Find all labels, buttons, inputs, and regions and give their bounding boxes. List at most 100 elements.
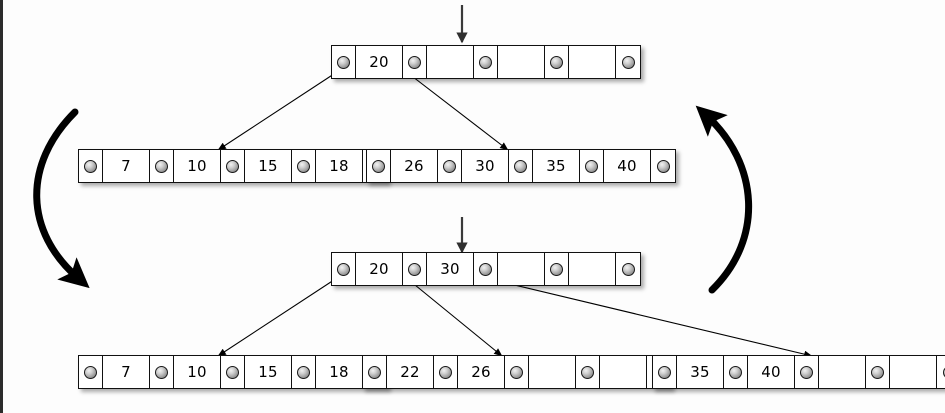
- pointer-bullet-icon: [871, 365, 884, 379]
- pointer-cell[interactable]: [545, 46, 569, 78]
- leaf-middle-after[interactable]: 22 26: [362, 355, 672, 389]
- pointer-cell[interactable]: [438, 150, 462, 182]
- key-cell[interactable]: 26: [458, 356, 505, 388]
- pointer-bullet-icon: [800, 365, 813, 379]
- key-cell[interactable]: 10: [174, 150, 221, 182]
- pointer-bullet-icon: [408, 262, 421, 276]
- pointer-bullet-icon: [155, 159, 168, 173]
- pointer-cell[interactable]: [474, 46, 498, 78]
- pointer-bullet-icon: [372, 159, 385, 173]
- pointer-bullet-icon: [408, 55, 421, 69]
- pointer-cell[interactable]: [363, 356, 387, 388]
- pointer-cell[interactable]: [653, 356, 677, 388]
- key-cell[interactable]: 20: [356, 253, 403, 285]
- key-cell[interactable]: [529, 356, 576, 388]
- leaf-right-before[interactable]: 26 30 35 40: [366, 149, 676, 183]
- transition-arrow-down-left: [33, 108, 90, 289]
- key-cell[interactable]: [600, 356, 647, 388]
- pointer-cell[interactable]: [937, 356, 945, 388]
- pointer-bullet-icon: [443, 159, 456, 173]
- edge-root-to-leaf-left-after: [217, 275, 341, 357]
- key-cell[interactable]: 35: [533, 150, 580, 182]
- pointer-bullet-icon: [729, 365, 742, 379]
- pointer-cell[interactable]: [332, 253, 356, 285]
- key-cell[interactable]: 30: [462, 150, 509, 182]
- pointer-bullet-icon: [297, 365, 310, 379]
- pointer-cell[interactable]: [221, 150, 245, 182]
- key-cell[interactable]: 22: [387, 356, 434, 388]
- root-node-before[interactable]: 20: [331, 45, 641, 79]
- pointer-cell[interactable]: [150, 356, 174, 388]
- pointer-bullet-icon: [550, 55, 563, 69]
- pointer-cell[interactable]: [474, 253, 498, 285]
- key-cell[interactable]: [569, 46, 616, 78]
- edge-root-to-leaf-middle-after: [403, 275, 503, 357]
- pointer-bullet-icon: [155, 365, 168, 379]
- key-cell[interactable]: 15: [245, 356, 292, 388]
- pointer-cell[interactable]: [367, 150, 391, 182]
- key-cell[interactable]: 35: [677, 356, 724, 388]
- pointer-bullet-icon: [514, 159, 527, 173]
- key-cell[interactable]: 26: [391, 150, 438, 182]
- pointer-bullet-icon: [84, 159, 97, 173]
- pointer-cell[interactable]: [505, 356, 529, 388]
- pointer-cell[interactable]: [616, 253, 640, 285]
- edge-root-to-leaf-left-before: [217, 69, 341, 151]
- key-cell[interactable]: [819, 356, 866, 388]
- key-cell[interactable]: 15: [245, 150, 292, 182]
- pointer-cell[interactable]: [576, 356, 600, 388]
- left-edge-strip: [0, 0, 3, 413]
- pointer-bullet-icon: [621, 55, 635, 69]
- pointer-cell[interactable]: [509, 150, 533, 182]
- pointer-cell[interactable]: [795, 356, 819, 388]
- pointer-cell[interactable]: [580, 150, 604, 182]
- key-cell[interactable]: 10: [174, 356, 221, 388]
- pointer-bullet-icon: [226, 365, 239, 379]
- pointer-bullet-icon: [656, 159, 670, 173]
- key-cell[interactable]: 30: [427, 253, 474, 285]
- pointer-cell[interactable]: [545, 253, 569, 285]
- leaf-right-after[interactable]: 35 40: [652, 355, 945, 389]
- pointer-cell[interactable]: [79, 356, 103, 388]
- pointer-cell[interactable]: [332, 46, 356, 78]
- pointer-cell[interactable]: [79, 150, 103, 182]
- pointer-bullet-icon: [585, 159, 598, 173]
- key-cell[interactable]: 7: [103, 356, 150, 388]
- root-node-after[interactable]: 20 30: [331, 252, 641, 286]
- pointer-cell[interactable]: [434, 356, 458, 388]
- pointer-bullet-icon: [479, 262, 492, 276]
- key-cell[interactable]: [498, 46, 545, 78]
- leaf-left-before[interactable]: 7 10 15 18: [78, 149, 388, 183]
- pointer-bullet-icon: [297, 159, 310, 173]
- pointer-cell[interactable]: [651, 150, 675, 182]
- key-cell[interactable]: [890, 356, 937, 388]
- pointer-bullet-icon: [581, 365, 594, 379]
- pointer-bullet-icon: [337, 262, 350, 276]
- pointer-bullet-icon: [621, 262, 635, 276]
- pointer-cell[interactable]: [403, 253, 427, 285]
- pointer-cell[interactable]: [403, 46, 427, 78]
- key-cell[interactable]: 20: [356, 46, 403, 78]
- pointer-cell[interactable]: [292, 150, 316, 182]
- pointer-cell[interactable]: [150, 150, 174, 182]
- pointer-cell[interactable]: [724, 356, 748, 388]
- key-cell[interactable]: [498, 253, 545, 285]
- key-cell[interactable]: [569, 253, 616, 285]
- pointer-cell[interactable]: [616, 46, 640, 78]
- leaf-left-after[interactable]: 7 10 15 18: [78, 355, 388, 389]
- key-cell[interactable]: 18: [316, 356, 363, 388]
- pointer-bullet-icon: [550, 262, 563, 276]
- pointer-cell[interactable]: [866, 356, 890, 388]
- key-cell[interactable]: 40: [604, 150, 651, 182]
- key-cell[interactable]: 18: [316, 150, 363, 182]
- pointer-bullet-icon: [226, 159, 239, 173]
- pointer-cell[interactable]: [292, 356, 316, 388]
- pointer-bullet-icon: [84, 365, 97, 379]
- transition-arrow-up-right: [695, 105, 753, 294]
- key-cell[interactable]: [427, 46, 474, 78]
- edge-root-to-leaf-right-before: [403, 69, 509, 151]
- pointer-cell[interactable]: [221, 356, 245, 388]
- key-cell[interactable]: 40: [748, 356, 795, 388]
- key-cell[interactable]: 7: [103, 150, 150, 182]
